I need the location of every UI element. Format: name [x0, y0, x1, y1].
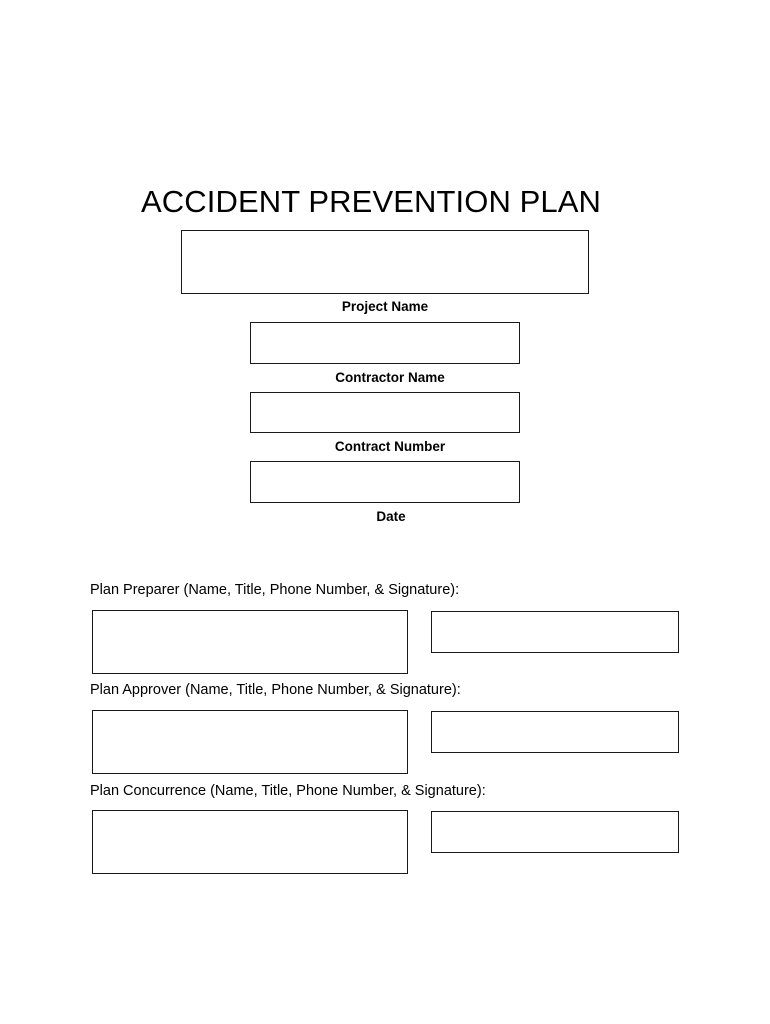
date-field[interactable] — [250, 461, 520, 503]
plan-approver-details-field[interactable] — [92, 710, 408, 774]
contractor-name-caption: Contractor Name — [335, 370, 445, 385]
plan-preparer-label: Plan Preparer (Name, Title, Phone Number… — [90, 582, 460, 598]
contract-number-field[interactable] — [250, 392, 520, 433]
plan-concurrence-details-field[interactable] — [92, 810, 408, 874]
plan-concurrence-label: Plan Concurrence (Name, Title, Phone Num… — [90, 783, 486, 799]
page-title: ACCIDENT PREVENTION PLAN — [141, 183, 602, 219]
contractor-name-field[interactable] — [250, 322, 520, 364]
contract-number-caption: Contract Number — [334, 439, 446, 454]
plan-approver-label: Plan Approver (Name, Title, Phone Number… — [90, 682, 461, 698]
plan-preparer-signature-field[interactable] — [431, 611, 679, 653]
project-name-caption: Project Name — [341, 299, 429, 314]
project-name-field[interactable] — [181, 230, 589, 294]
plan-approver-signature-field[interactable] — [431, 711, 679, 753]
plan-preparer-details-field[interactable] — [92, 610, 408, 674]
plan-concurrence-signature-field[interactable] — [431, 811, 679, 853]
date-caption: Date — [376, 509, 406, 524]
